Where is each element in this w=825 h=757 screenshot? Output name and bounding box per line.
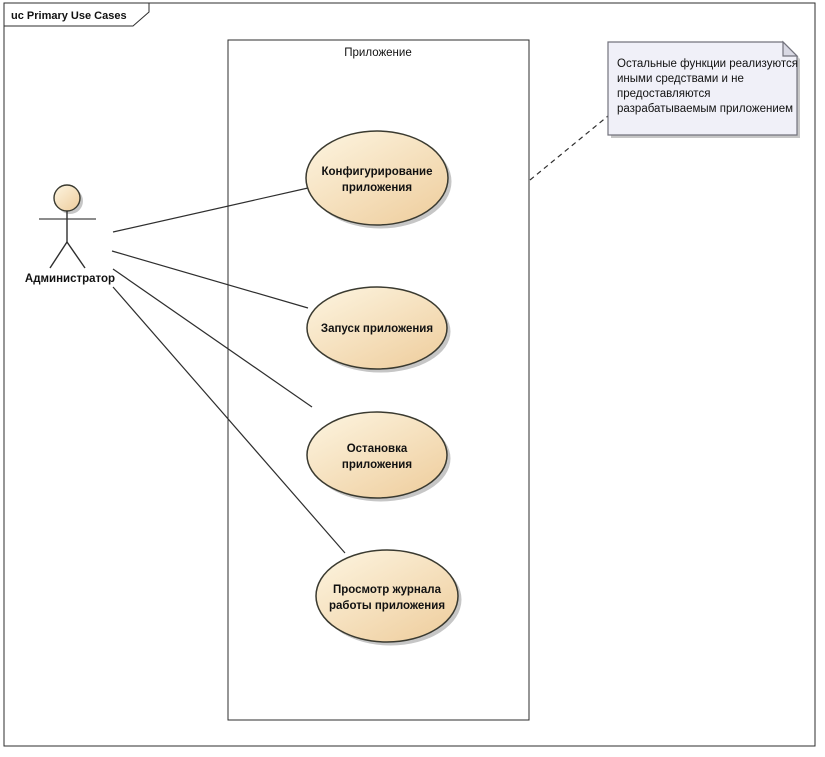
use-case-view-application-log[interactable]: Просмотр журнала работы приложения <box>315 549 462 646</box>
note-text-line: Остальные функции реализуются <box>617 58 798 70</box>
note-text-line: разрабатываемым приложением <box>617 103 793 115</box>
note-text-line: иными средствами и не <box>617 73 744 85</box>
use-case-ellipse <box>305 130 449 226</box>
use-case-ellipse <box>306 286 448 370</box>
association-admin-stop[interactable] <box>112 268 313 408</box>
actor-leg-right <box>66 241 86 269</box>
association-admin-start[interactable] <box>111 250 309 309</box>
actor-leg-left <box>49 241 68 269</box>
frame-title-tab <box>3 2 150 27</box>
note-remaining-functions[interactable]: Остальные функции реализуются иными сред… <box>607 40 800 138</box>
actor-administrator[interactable]: Администратор <box>25 184 115 285</box>
note-text-line: предоставляются <box>617 88 710 100</box>
use-case-label-line: Конфигурирование <box>321 166 432 178</box>
use-case-ellipse <box>306 411 448 499</box>
actor-label: Администратор <box>25 273 115 285</box>
note-body <box>607 41 798 136</box>
use-case-label-line: Остановка <box>347 443 408 455</box>
frame-title: uc Primary Use Cases <box>11 10 127 22</box>
use-case-label-line: Запуск приложения <box>321 323 433 335</box>
use-case-label-line: приложения <box>342 459 412 471</box>
use-case-label-line: приложения <box>342 182 412 194</box>
association-admin-viewlog[interactable] <box>112 286 346 554</box>
use-case-label-line: Просмотр журнала <box>333 584 442 596</box>
note-fold-corner-icon <box>782 40 799 57</box>
association-admin-configure[interactable] <box>112 187 309 233</box>
use-case-label-line: работы приложения <box>329 600 445 612</box>
actor-head <box>53 184 81 212</box>
use-case-start-application[interactable]: Запуск приложения <box>306 286 451 373</box>
use-case-configure-application[interactable]: Конфигурирование приложения <box>305 130 452 229</box>
system-boundary-label: Приложение <box>344 47 411 59</box>
use-case-ellipse <box>315 549 459 643</box>
note-link-dashed[interactable] <box>529 115 609 181</box>
use-case-stop-application[interactable]: Остановка приложения <box>306 411 451 502</box>
